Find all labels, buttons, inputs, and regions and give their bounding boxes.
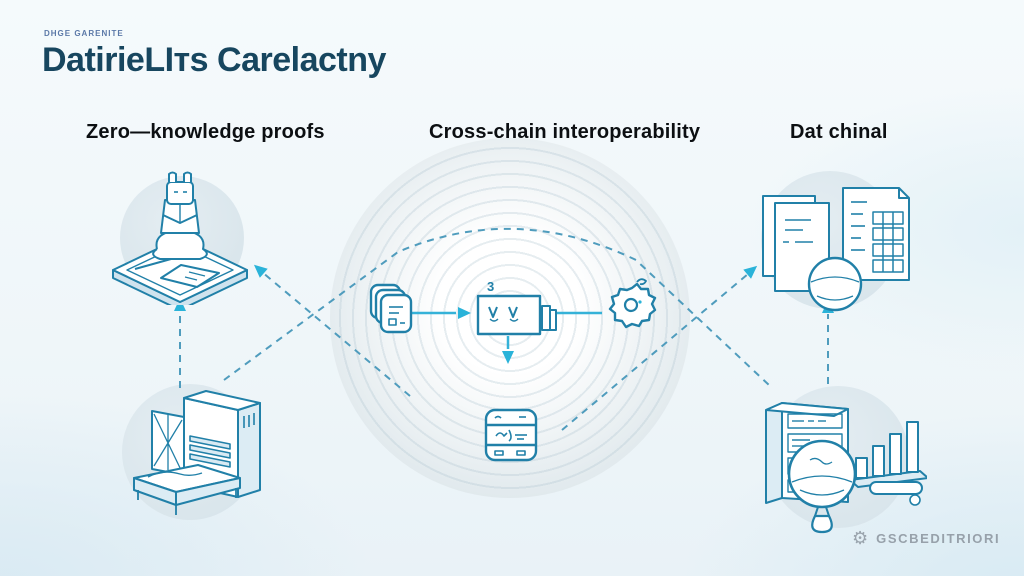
gear-icon: ⚙ [852,528,869,548]
watermark: ⚙ GSCBEDITRIORI [852,529,1000,547]
globe [807,256,863,312]
process-box-icon [476,294,557,336]
server-workstation-illustration [133,390,261,515]
column-heading-zero-knowledge: Zero—knowledge proofs [86,121,325,143]
robot-reading-on-platform-illustration [112,171,248,305]
watermark-brand-text: GSCBEDITRIORI [876,530,1001,546]
blanket-scribble [147,471,203,478]
bar-chart [855,421,919,479]
magnifier-neck [814,506,830,517]
paper-on-platform [160,264,220,288]
cabinet-left-side [765,402,783,504]
magnifier-bulb [811,514,833,534]
column-heading-dat-chinal: Dat chinal [790,121,888,143]
pen [134,258,172,270]
chart-pill [869,481,923,495]
robot-head [166,181,194,205]
open-book [162,214,198,224]
magnifier-lens [787,439,857,509]
robot-ear-left [168,171,177,182]
robot-skirt [152,229,208,260]
bed-right [175,477,241,506]
machine-top [183,390,261,411]
documents-stack-icon [369,283,413,334]
wallet-card-icon [484,408,538,462]
node-count-badge: 3 [487,279,495,294]
documents-with-globe-illustration [762,187,910,312]
robot-ear-right [183,171,192,182]
gear-icon [608,278,657,329]
server-magnifier-chart-illustration [765,402,927,534]
page-title: DatirieLIтs Carelactny [42,41,386,79]
eyebrow-text: DHGE GARENITE [44,29,124,38]
table-grid [872,211,904,273]
column-heading-cross-chain: Cross-chain interoperability [429,121,701,143]
